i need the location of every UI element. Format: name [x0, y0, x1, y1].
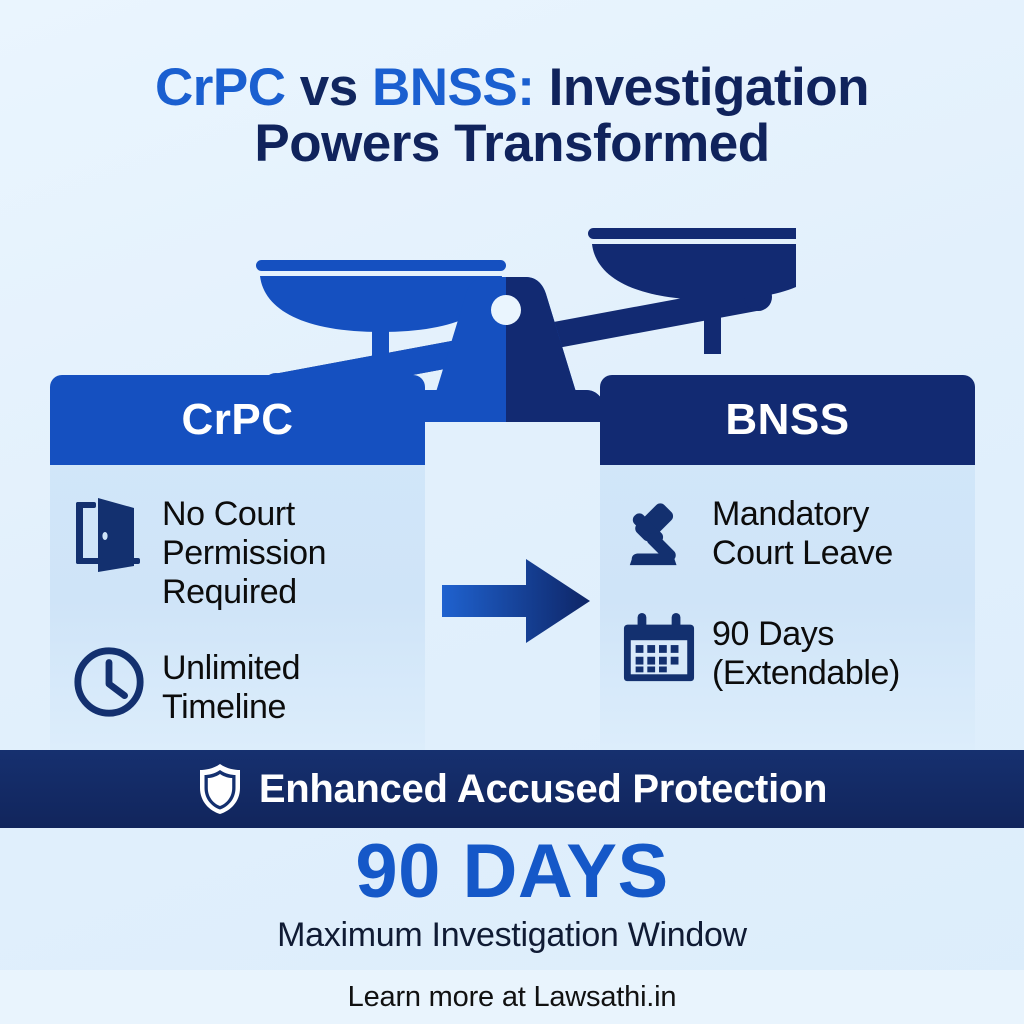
feature-label: No Court Permission Required: [162, 495, 327, 611]
card-bnss: BNSS Mandatory Court Leave: [600, 375, 975, 750]
highlight-number: 90 DAYS: [355, 829, 669, 914]
balance-scale-icon: [236, 222, 796, 422]
banner-label: Enhanced Accused Protection: [258, 766, 828, 811]
card-bnss-header: BNSS: [600, 375, 975, 465]
card-crpc-header: CrPC: [50, 375, 425, 465]
feature-label: Unlimited Timeline: [162, 649, 301, 726]
highlight-caption: Maximum Investigation Window: [277, 916, 747, 954]
card-crpc-body: No Court Permission Required Unlimited T…: [50, 465, 425, 727]
clock-icon: [72, 639, 146, 725]
feature-label: 90 Days (Extendable): [712, 615, 900, 692]
calendar-icon: [622, 605, 696, 691]
card-bnss-body: Mandatory Court Leave: [600, 465, 975, 693]
feature-unlimited-timeline: Unlimited Timeline: [72, 639, 407, 727]
title-vs: vs: [299, 58, 372, 117]
right-arrow-icon: [440, 555, 592, 647]
title-crpc: CrPC: [155, 58, 300, 117]
card-crpc: CrPC No Court Permission: [50, 375, 425, 750]
gavel-icon: [622, 491, 696, 577]
title-bnss: BNSS:: [371, 58, 535, 117]
title-line-2: Powers Transformed: [254, 114, 770, 174]
title-investigation: Investigation: [534, 58, 870, 117]
feature-90-days-extendable: 90 Days (Extendable): [622, 605, 957, 693]
shield-icon: [197, 762, 243, 816]
open-door-icon: [72, 491, 146, 577]
footer-link-text[interactable]: Learn more at Lawsathi.in: [347, 980, 677, 1013]
enhanced-protection-banner: Enhanced Accused Protection: [0, 750, 1024, 828]
page-title: CrPC vs BNSS: Investigation Powers Trans…: [0, 58, 1024, 174]
feature-label: Mandatory Court Leave: [712, 495, 893, 572]
footer: Learn more at Lawsathi.in: [0, 970, 1024, 1024]
feature-mandatory-court-leave: Mandatory Court Leave: [622, 491, 957, 577]
feature-no-court-permission: No Court Permission Required: [72, 491, 407, 611]
title-line-1: CrPC vs BNSS: Investigation: [0, 58, 1024, 117]
highlight-block: 90 DAYS Maximum Investigation Window: [0, 834, 1024, 955]
